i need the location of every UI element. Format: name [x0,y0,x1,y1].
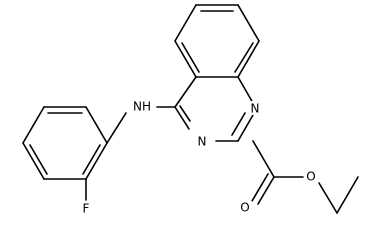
bond [237,4,260,42]
bond [85,142,108,180]
ethyl-ester [251,140,359,214]
bond [174,4,197,42]
bond [106,112,127,144]
bond [237,76,254,104]
bond [22,142,45,180]
pyrimidine-ring [174,76,254,142]
atom-labels: N N NH O O F [79,100,318,216]
double-bond-inner [181,42,200,73]
bond [174,40,197,78]
bond [257,176,275,205]
bond [237,40,260,78]
amine-nh-label: NH [133,100,151,114]
bond [318,182,338,214]
double-bond-inner [234,42,254,73]
fluorine-atom-label: F [83,202,90,216]
nitrogen-atom-label: N [198,135,207,149]
bond [336,176,359,214]
bond [174,106,190,130]
bond [22,106,45,144]
ester-oxygen-label: O [306,170,315,184]
amine-linker [106,106,176,144]
double-bond-inner [82,144,101,175]
fluorophenyl-ring [22,106,108,201]
bond [85,106,108,144]
double-bond-inner [179,105,191,122]
molecule-canvas: N N NH O O F [22,4,359,216]
benzo-ring [174,4,260,78]
double-bond-inner [231,112,246,136]
bond [237,114,254,142]
double-bond-inner [251,173,269,202]
structure-diagram: N N NH O O F [22,4,359,216]
carbonyl-oxygen-label: O [240,201,249,215]
double-bond-inner [29,144,48,175]
nitrogen-atom-label: N [251,102,260,116]
bond [252,140,275,178]
bond [174,76,197,108]
